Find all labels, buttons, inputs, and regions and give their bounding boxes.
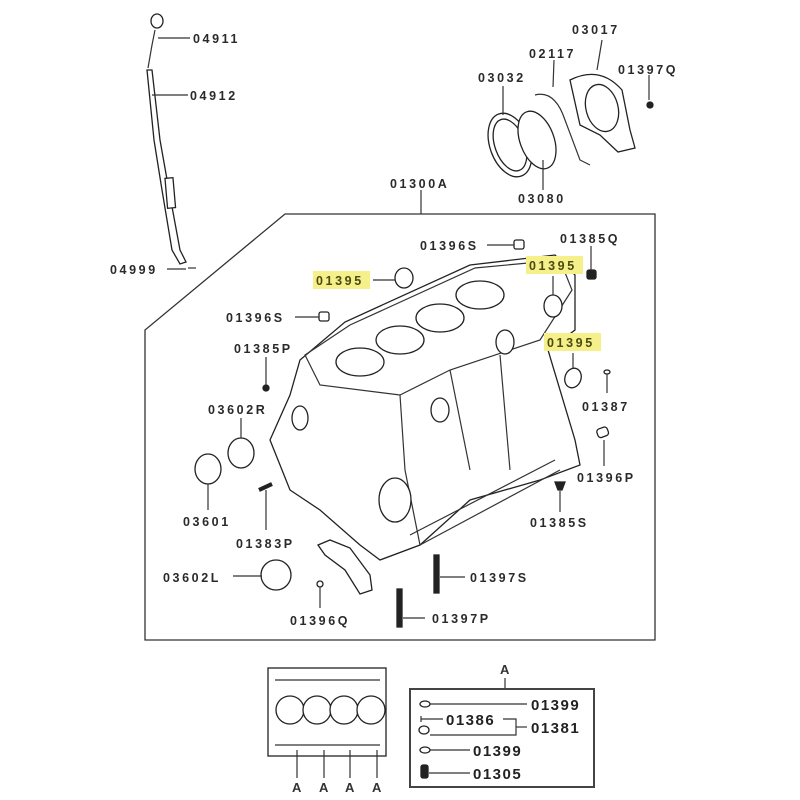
washer-icon-2 — [419, 746, 431, 754]
callout-01385S[interactable]: 01385S — [530, 516, 589, 530]
callout-01396P[interactable]: 01396P — [577, 471, 636, 485]
legend-item-01399-a[interactable]: 01399 — [531, 697, 580, 714]
view-marker-a-3[interactable]: A — [345, 780, 355, 795]
callout-01396Q[interactable]: 01396Q — [290, 614, 350, 628]
callout-03602R[interactable]: 03602R — [208, 403, 267, 417]
cylinder-bore-4 — [455, 280, 505, 310]
dowel-top-icon — [513, 239, 525, 250]
dipstick-guide-tube-icon — [146, 69, 187, 265]
core-plug-right-top-icon — [543, 294, 563, 318]
callout-03032[interactable]: 03032 — [478, 71, 526, 85]
bushing-front-icon — [194, 453, 222, 485]
view-marker-a-1[interactable]: A — [292, 780, 302, 795]
callout-01383P[interactable]: 01383P — [236, 537, 295, 551]
callout-01397S[interactable]: 01397S — [470, 571, 529, 585]
callout-01385P[interactable]: 01385P — [234, 342, 293, 356]
legend-item-01305[interactable]: 01305 — [473, 766, 522, 783]
dipstick-group: 04911 04912 04999 — [110, 13, 240, 277]
stud-p-icon — [258, 482, 273, 492]
dowel-left-icon — [318, 311, 330, 322]
callout-01387[interactable]: 01387 — [582, 400, 630, 414]
callout-04912[interactable]: 04912 — [190, 89, 238, 103]
pin-01387-icon — [603, 369, 611, 375]
callout-04911[interactable]: 04911 — [193, 32, 240, 46]
dipstick-guide-bracket-icon — [164, 176, 177, 209]
highlight-01395-right-mid — [544, 333, 601, 351]
view-marker-a-2[interactable]: A — [319, 780, 329, 795]
bolt-p-icon — [396, 588, 403, 628]
dipstick-wire-icon — [147, 29, 156, 69]
dipstick-handle-icon — [150, 13, 164, 29]
seal-case-gasket-icon — [534, 93, 591, 166]
core-plug-right-mid-icon — [564, 367, 582, 389]
callout-01385Q[interactable]: 01385Q — [560, 232, 620, 246]
callout-03017[interactable]: 03017 — [572, 23, 620, 37]
dowel-p-icon — [596, 426, 610, 439]
rear-seal-group: 03017 02117 01397Q 03032 03080 — [478, 23, 678, 206]
core-plug-left-icon — [394, 267, 414, 289]
callout-03601[interactable]: 03601 — [183, 515, 231, 529]
highlight-01395-right-top — [526, 256, 583, 274]
callout-03602L[interactable]: 03602L — [163, 571, 221, 585]
cylinder-bore-2 — [375, 325, 425, 355]
callout-01395-right-mid[interactable]: 01395 — [547, 336, 595, 350]
callout-03080[interactable]: 03080 — [518, 192, 566, 206]
callout-01395-right-top[interactable]: 01395 — [529, 259, 577, 273]
legend-item-01381[interactable]: 01381 — [531, 720, 580, 737]
view-marker-a-4[interactable]: A — [372, 780, 382, 795]
cylinder-bore-1 — [335, 347, 385, 377]
highlight-01395-left — [313, 271, 370, 289]
callout-01396S-left[interactable]: 01396S — [226, 311, 285, 325]
bearing-cap-icon — [317, 539, 373, 595]
plug-s-icon — [554, 481, 566, 491]
legend-box-frame — [409, 688, 595, 788]
legend-item-01386[interactable]: 01386 — [446, 712, 495, 729]
cylinder-block-icon — [269, 254, 581, 561]
plug-p-icon — [262, 384, 270, 392]
bolt-s-icon — [433, 554, 440, 594]
legend-title: A — [500, 662, 510, 677]
plug-q-icon — [586, 269, 597, 280]
bolt-icon — [420, 764, 429, 779]
callout-01395-left[interactable]: 01395 — [316, 274, 364, 288]
legend-box-a: A 01399 01386 01381 01399 01305 — [409, 662, 595, 788]
bushing-l-icon — [260, 559, 292, 591]
washer-icon — [419, 700, 431, 708]
dowel-q-icon — [316, 580, 324, 588]
small-parts: 01396S 01385Q 01395 01395 01396S 01395 0… — [163, 232, 636, 628]
assembly-frame: 01300A — [144, 177, 656, 641]
assembly-label[interactable]: 01300A — [390, 177, 449, 191]
case-bolt-icon — [646, 101, 654, 109]
callout-04999[interactable]: 04999 — [110, 263, 158, 277]
callout-01397Q[interactable]: 01397Q — [618, 63, 678, 77]
bushing-r-icon — [227, 437, 255, 469]
cylinder-bore-3 — [415, 303, 465, 333]
callout-02117[interactable]: 02117 — [529, 47, 576, 61]
connector-icon — [418, 725, 430, 735]
block-bottom-view: A A A A — [267, 667, 387, 795]
callout-01396S-top[interactable]: 01396S — [420, 239, 479, 253]
legend-item-01399-b[interactable]: 01399 — [473, 743, 522, 760]
oil-seal-ring-icon — [517, 110, 557, 170]
callout-01397P[interactable]: 01397P — [432, 612, 491, 626]
